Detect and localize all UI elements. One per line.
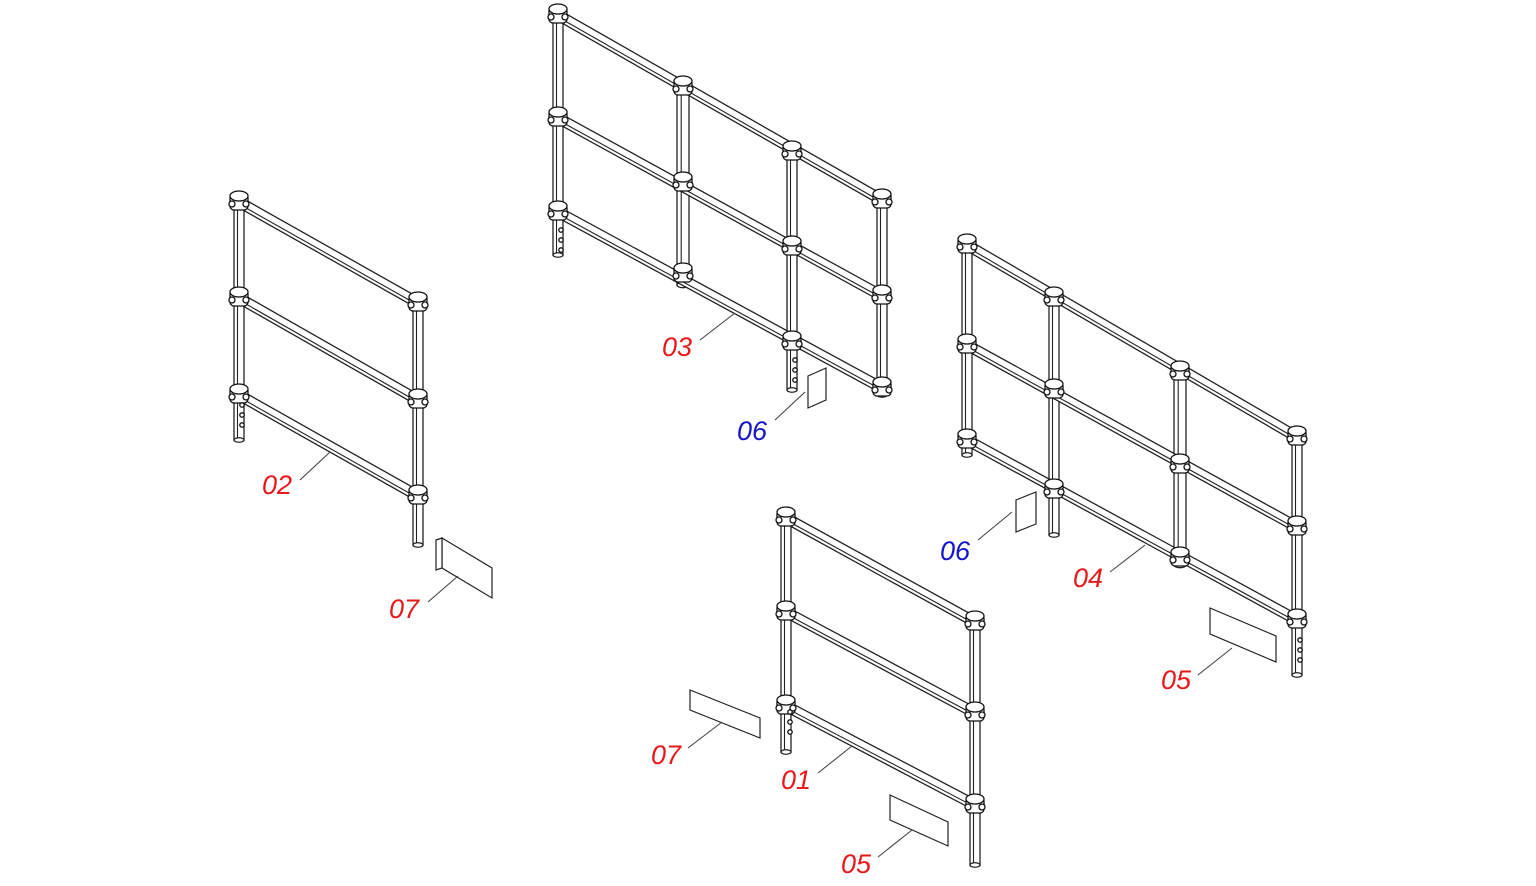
rail-01-2 — [782, 700, 979, 811]
clamp-fitting — [672, 171, 694, 192]
rail-04-2 — [963, 434, 1301, 626]
clamp-fitting — [781, 235, 803, 256]
post-01-right — [969, 617, 981, 868]
clamp-fitting — [775, 694, 797, 715]
leader-05-right — [1197, 647, 1233, 676]
rail-02-1 — [235, 292, 422, 406]
clamp-fitting — [871, 376, 893, 397]
callout-02: 02 — [262, 470, 293, 500]
clamp-fitting — [228, 383, 250, 404]
bracket-05-bottom — [889, 794, 949, 847]
clamp-fitting — [781, 330, 803, 351]
pins-04-right — [1297, 637, 1303, 663]
clamp-fitting — [672, 262, 694, 283]
rail-03-2 — [554, 206, 886, 394]
post-04-right — [1291, 432, 1303, 678]
clamp-fitting — [547, 106, 569, 127]
bracket-07-left-flange — [435, 537, 443, 571]
clamp-fitting — [1286, 515, 1308, 536]
callout-03: 03 — [662, 332, 693, 362]
callout-07-left: 07 — [389, 594, 420, 624]
rail-01-1 — [782, 606, 979, 719]
leader-04 — [1109, 544, 1146, 573]
clamp-fitting — [871, 188, 893, 209]
rail-01-0 — [782, 512, 979, 628]
clamp-fitting — [407, 388, 429, 409]
clamp-fitting — [1043, 478, 1065, 499]
rail-03-1 — [554, 112, 886, 302]
pins-03-right — [792, 357, 798, 383]
clamp-fitting — [672, 75, 694, 96]
clamp-fitting — [775, 506, 797, 527]
clamp-fitting — [1169, 453, 1191, 474]
clamp-fitting — [964, 701, 986, 722]
clamp-fitting — [956, 428, 978, 449]
callout-05-bottom: 05 — [841, 849, 872, 879]
clamp-fitting — [1286, 608, 1308, 629]
post-01-left — [780, 509, 792, 755]
callout-01: 01 — [781, 765, 812, 795]
callout-05-right: 05 — [1161, 665, 1192, 695]
leader-05-bottom — [877, 829, 913, 858]
rail-03-0 — [554, 9, 886, 206]
clamp-fitting — [547, 3, 569, 24]
leader-02 — [299, 451, 331, 481]
callout-06-right: 06 — [940, 536, 971, 566]
rail-04-1 — [963, 339, 1301, 533]
clamp-fitting — [775, 600, 797, 621]
rail-04-0 — [963, 239, 1301, 443]
clamp-fitting — [547, 200, 569, 221]
pins-01-left — [787, 709, 793, 735]
pins-02-left — [239, 402, 245, 428]
pins-03-left — [558, 227, 564, 253]
bracket-07-left — [441, 536, 493, 600]
post-03-right — [786, 147, 798, 393]
clamp-fitting — [228, 286, 250, 307]
clamp-fitting — [1169, 546, 1191, 567]
leader-01 — [817, 745, 853, 774]
rail-02-0 — [235, 196, 422, 309]
leader-07-center — [687, 721, 723, 749]
clamp-fitting — [781, 140, 803, 161]
clamp-fitting — [956, 333, 978, 354]
clamp-fitting — [956, 233, 978, 254]
plate-06-right — [1015, 491, 1037, 533]
clamp-fitting — [964, 793, 986, 814]
leader-07-left — [427, 575, 459, 603]
bracket-07-center — [689, 689, 761, 739]
clamp-fitting — [1169, 360, 1191, 381]
clamp-fitting — [871, 284, 893, 305]
leader-06-top — [774, 391, 806, 421]
callout-06-top: 06 — [737, 416, 768, 446]
plate-06-top — [807, 367, 827, 409]
clamp-fitting — [1286, 425, 1308, 446]
post-02-right — [412, 301, 424, 548]
callout-04: 04 — [1073, 563, 1104, 593]
bracket-05-right — [1209, 607, 1277, 663]
clamp-fitting — [1043, 286, 1065, 307]
leader-06-right — [977, 511, 1013, 541]
post-04-second — [1048, 292, 1060, 538]
leader-03 — [699, 312, 736, 341]
clamp-fitting — [1043, 378, 1065, 399]
clamp-fitting — [407, 484, 429, 505]
callout-07-center: 07 — [651, 740, 682, 770]
clamp-fitting — [228, 190, 250, 211]
clamp-fitting — [407, 291, 429, 312]
clamp-fitting — [964, 610, 986, 631]
